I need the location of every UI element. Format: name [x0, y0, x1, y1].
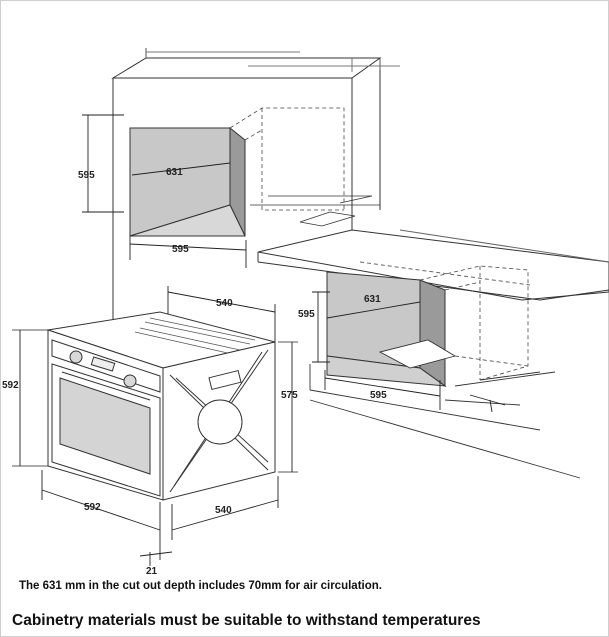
- oven-dimension-lines: [12, 286, 298, 566]
- label-oven-side-height: 575: [281, 390, 298, 401]
- label-oven-side-depth: 540: [215, 505, 232, 516]
- label-oven-top-depth: 540: [216, 298, 233, 309]
- under-counter-niche: [309, 265, 581, 479]
- label-wall-niche-depth: 631: [166, 167, 183, 178]
- oven-knob-right: [123, 374, 137, 388]
- label-under-counter-depth: 631: [364, 294, 381, 305]
- cabinet-top-face: [111, 57, 382, 79]
- label-wall-niche-height: 595: [78, 170, 95, 181]
- under-counter-dimension-lines: [312, 291, 506, 413]
- label-oven-front-width: 592: [84, 502, 101, 513]
- label-under-counter-height: 595: [298, 309, 315, 320]
- wall-cabinet: [111, 48, 400, 330]
- wall-niche-dimension-lines: [82, 114, 247, 268]
- label-oven-front-height: 592: [2, 380, 19, 391]
- oven-knob-left: [69, 350, 83, 364]
- wall-niche: [129, 107, 380, 237]
- oven: [47, 311, 276, 501]
- label-under-counter-width: 595: [370, 390, 387, 401]
- label-wall-niche-width: 595: [172, 244, 189, 255]
- oven-window: [59, 377, 151, 475]
- cabinetry-warning: Cabinetry materials must be suitable to …: [12, 612, 481, 629]
- fan-housing: [197, 399, 243, 445]
- cutout-depth-note: The 631 mm in the cut out depth includes…: [19, 580, 382, 592]
- label-oven-fascia-offset: 21: [146, 566, 158, 577]
